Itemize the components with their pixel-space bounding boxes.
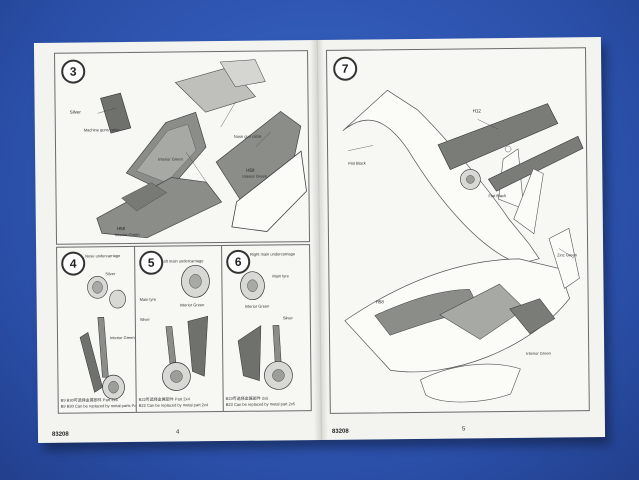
step-6-interior-green-label: Interior Green — [244, 303, 270, 309]
step-6-note: B23 Can be replaced by metal part 2x5 — [225, 401, 296, 407]
flat-black-label-a: Flat Black — [348, 160, 366, 166]
step-5-interior-green-label: Interior Green — [179, 302, 205, 308]
step-6-drawing — [237, 271, 293, 390]
step-7-drawing — [342, 89, 584, 403]
step-4-drawing — [79, 276, 126, 400]
left-page-number: 4 — [175, 429, 180, 436]
step-5-silver-label: Silver — [139, 316, 150, 322]
step-7-panel: 7 — [326, 47, 590, 414]
right-kit-code: 83208 — [331, 428, 349, 435]
step-7-paint-chip-b: H58 — [376, 298, 384, 304]
step-7-interior-green-label: Interior Green — [526, 350, 551, 356]
step-4-interior-green-label: Interior Green — [109, 334, 135, 341]
interior-green-label-c: Interior Green — [158, 156, 183, 162]
left-kit-code: 83208 — [51, 431, 69, 438]
right-page: 7 — [316, 37, 606, 440]
step-5-main-tyre-label: Main tyre — [139, 296, 157, 302]
zinc-green-label: Zinc Green — [557, 252, 577, 258]
step-7-paint-chip-a: H12 — [473, 107, 481, 113]
instruction-booklet: 3 — [33, 37, 606, 443]
silver-label: Silver — [69, 108, 81, 115]
right-page-number: 5 — [461, 426, 466, 433]
interior-green-label-a: Interior Green — [242, 173, 268, 179]
step-3-paint-chip-b: H58 — [117, 225, 125, 231]
step-4-panel: 4 Nose undercarriage Silver Interior Gre… — [56, 245, 147, 414]
step-4-note: B9 B30 Can be replaced by metal parts Pa… — [60, 402, 147, 409]
interior-green-label-b: Interior Green — [114, 231, 140, 238]
nose-gun-cable-label: Nose gun cable — [233, 133, 262, 139]
step-4-silver-label: Silver — [105, 271, 116, 277]
machine-gun-cable-label: Machine guns cable — [83, 127, 120, 133]
flat-black-label-b: Flat Black — [488, 193, 507, 199]
step-3-panel: 3 — [54, 50, 311, 245]
paint-code-h58: H58 — [246, 167, 255, 173]
step-3-drawing — [96, 59, 307, 239]
step-6-silver-label: Silver — [282, 315, 293, 321]
paint-code-h12: H12 — [472, 107, 481, 113]
step-5-note: B22 Can be replaced by metal part 2x4 — [138, 402, 209, 408]
step-5-panel: 5 Left main undercarriage Silver Interio… — [134, 245, 225, 413]
step-6-panel: 6 Right main undercarriage Silver Interi… — [221, 244, 312, 413]
paint-code-h58-right: H58 — [375, 298, 384, 304]
step-6-main-tyre-label: Main tyre — [272, 273, 289, 279]
step-5-drawing — [162, 264, 210, 391]
left-page: 3 — [33, 40, 323, 443]
paint-code-h58-b: H58 — [116, 225, 126, 231]
step-3-silver-chip: Silver — [70, 108, 81, 114]
step-3-paint-chip-a: H58 — [246, 167, 254, 173]
